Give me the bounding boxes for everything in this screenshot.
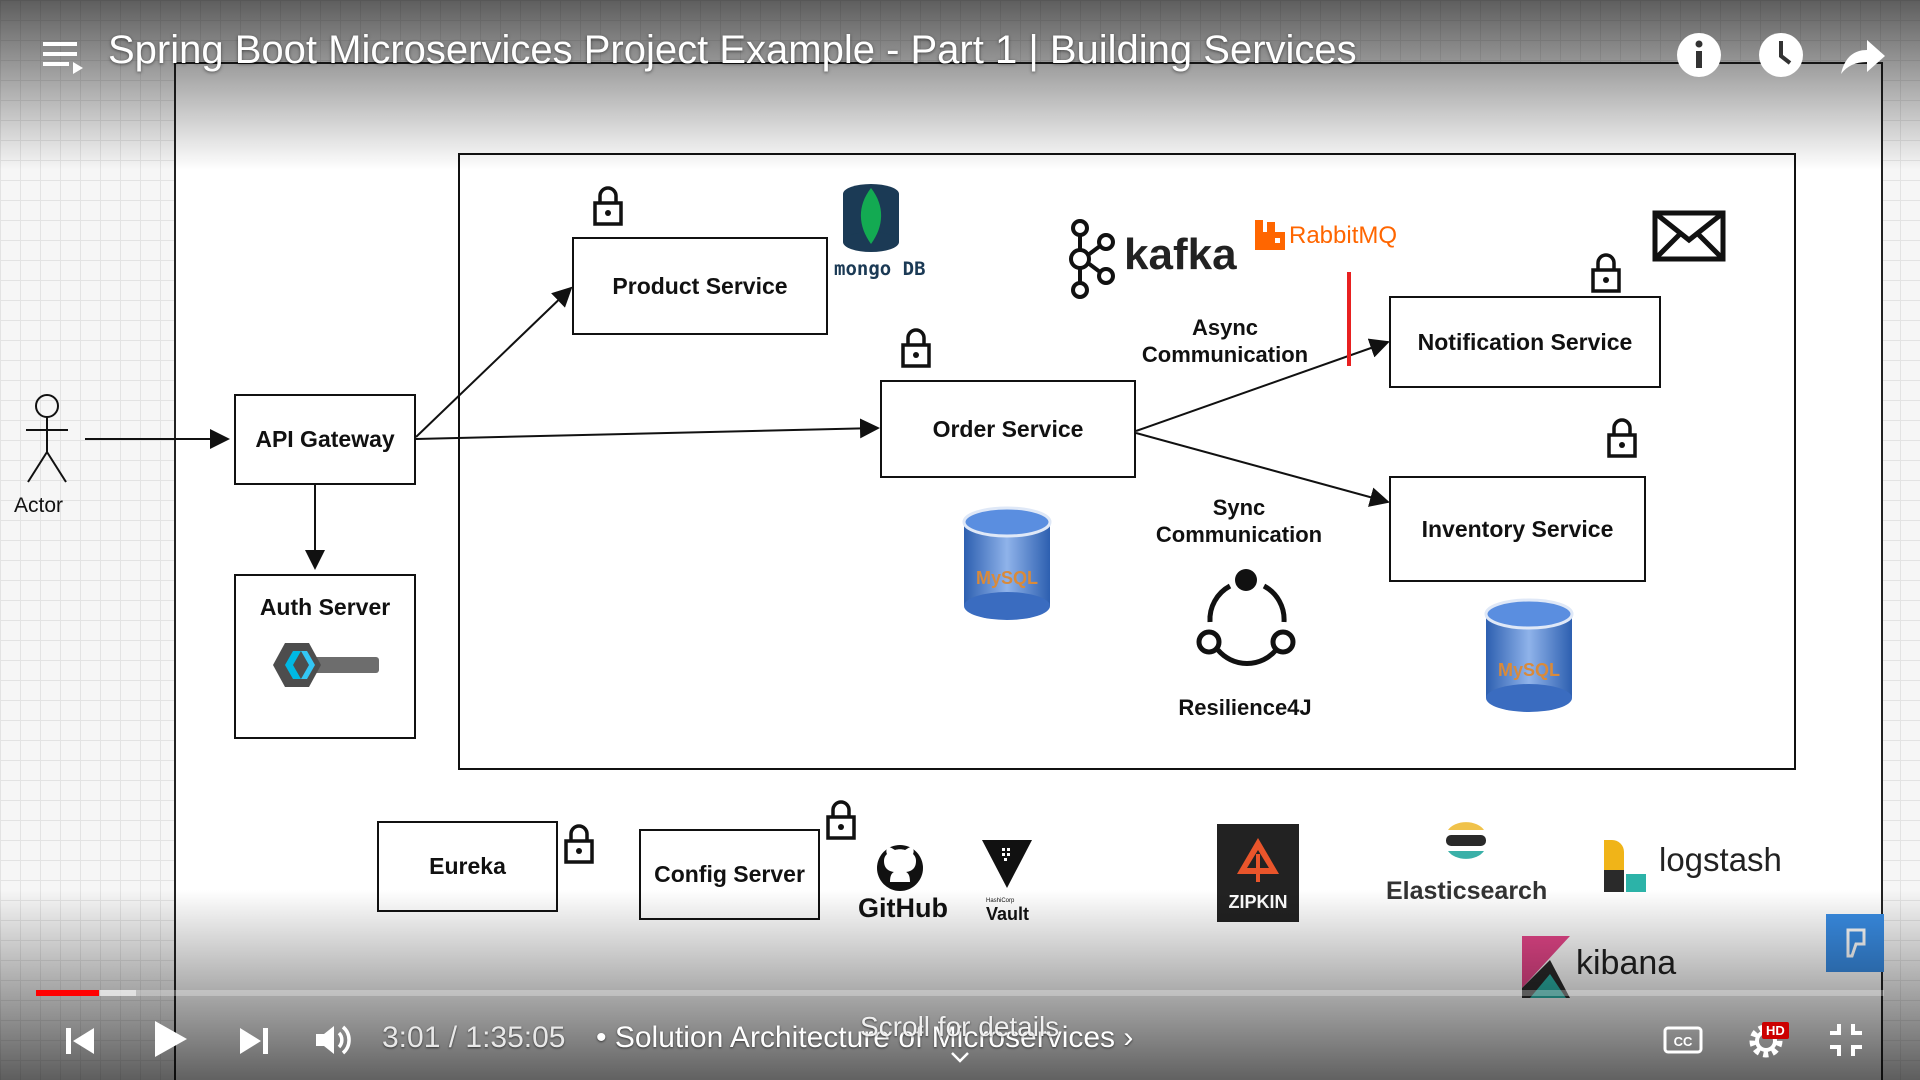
sync-communication-label: Sync Communication <box>1144 494 1334 548</box>
chevron-down-icon[interactable] <box>950 1050 970 1064</box>
resilience4j-label: Resilience4J <box>1178 695 1312 720</box>
lock-icon <box>826 800 856 840</box>
skip-previous-icon <box>66 1028 94 1054</box>
lock-icon <box>564 824 594 864</box>
auth-server-box: Auth Server <box>234 574 416 739</box>
order-to-notification-arrow <box>1135 338 1390 432</box>
logstash-label: logstash <box>1659 841 1782 878</box>
volume-icon <box>316 1025 351 1055</box>
eureka-box: Eureka <box>377 821 558 912</box>
github-label: GitHub <box>858 893 948 923</box>
github-icon <box>877 845 923 891</box>
watch-later-button[interactable] <box>1756 30 1806 80</box>
elasticsearch-label: Elasticsearch <box>1386 877 1548 905</box>
actor-icon <box>26 394 68 483</box>
lock-icon <box>901 328 931 368</box>
resilience4j-icon <box>1196 569 1296 666</box>
share-icon <box>1841 40 1885 74</box>
video-title[interactable]: Spring Boot Microservices Project Exampl… <box>108 28 1357 72</box>
order-service-box: Order Service <box>880 380 1136 478</box>
info-button[interactable] <box>1674 30 1724 80</box>
kibana-label: kibana <box>1576 944 1677 982</box>
settings-button[interactable]: HD <box>1742 1016 1794 1062</box>
captions-button[interactable]: CC <box>1662 1022 1704 1058</box>
zipkin-logo: ZIPKIN <box>1217 824 1299 922</box>
skip-next-icon <box>240 1028 268 1054</box>
channel-watermark-button[interactable] <box>1826 914 1884 972</box>
progress-buffer <box>100 990 136 996</box>
async-line2: Communication <box>1141 342 1309 367</box>
scroll-for-details-hint[interactable]: Scroll for details <box>860 1011 1060 1042</box>
mongodb-icon <box>843 184 899 252</box>
exit-fullscreen-icon <box>1830 1024 1862 1056</box>
rabbitmq-label: RabbitMQ <box>1289 222 1398 249</box>
next-button[interactable] <box>232 1018 276 1062</box>
vault-label: Vault <box>986 904 1030 924</box>
zipkin-label: ZIPKIN <box>1228 892 1288 912</box>
logstash-icon <box>1604 840 1646 892</box>
email-icon <box>1652 210 1726 262</box>
play-button[interactable] <box>144 1014 194 1064</box>
hd-badge: HD <box>1762 1022 1789 1039</box>
playlist-icon <box>43 42 83 74</box>
lock-icon <box>1591 253 1621 293</box>
svg-text:CC: CC <box>1674 1034 1693 1049</box>
actor-label: Actor <box>14 494 64 517</box>
svg-text:MySQL: MySQL <box>1498 660 1560 680</box>
keycloak-icon <box>273 643 379 687</box>
product-service-box: Product Service <box>572 237 828 335</box>
mysql-icon: MySQL <box>962 506 1052 620</box>
playlist-button[interactable] <box>38 34 88 78</box>
auth-server-label: Auth Server <box>259 594 391 620</box>
kafka-icon <box>1069 219 1115 299</box>
order-to-inventory-arrow <box>1135 432 1390 507</box>
exit-fullscreen-button[interactable] <box>1822 1018 1870 1062</box>
vault-icon <box>982 840 1032 888</box>
mysql-icon: MySQL <box>1484 598 1574 712</box>
svg-text:MySQL: MySQL <box>976 568 1038 588</box>
share-button[interactable] <box>1836 30 1888 80</box>
previous-button[interactable] <box>58 1018 102 1062</box>
gateway-to-order-arrow <box>415 418 880 440</box>
lock-icon <box>1607 418 1637 458</box>
mongodb-label: mongo DB <box>834 258 926 280</box>
progress-fill <box>36 990 99 996</box>
channel-logo-icon <box>1846 928 1866 958</box>
config-server-box: Config Server <box>639 829 820 920</box>
captions-icon: CC <box>1663 1026 1703 1054</box>
lock-icon <box>593 186 623 226</box>
sync-line1: Sync <box>1212 495 1266 520</box>
gateway-to-product-arrow <box>415 286 573 438</box>
zipkin-icon <box>1237 838 1279 882</box>
inventory-service-box: Inventory Service <box>1389 476 1646 582</box>
notification-service-box: Notification Service <box>1389 296 1661 388</box>
elasticsearch-icon <box>1446 822 1486 859</box>
async-communication-label: Async Communication <box>1130 314 1320 368</box>
api-gateway-box: API Gateway <box>234 394 416 485</box>
time-display: 3:01 / 1:35:05 <box>382 1021 566 1054</box>
async-line1: Async <box>1191 315 1259 340</box>
volume-button[interactable] <box>310 1018 358 1062</box>
clock-icon <box>1759 33 1803 77</box>
rabbitmq-icon <box>1255 220 1285 250</box>
sync-line2: Communication <box>1155 522 1323 547</box>
kafka-label: kafka <box>1124 230 1237 279</box>
chapter-title-button[interactable]: • Solution Architecture of Microservices… <box>596 1021 1134 1054</box>
play-icon <box>155 1021 187 1057</box>
progress-bar[interactable] <box>36 990 1884 996</box>
info-icon <box>1677 33 1721 77</box>
